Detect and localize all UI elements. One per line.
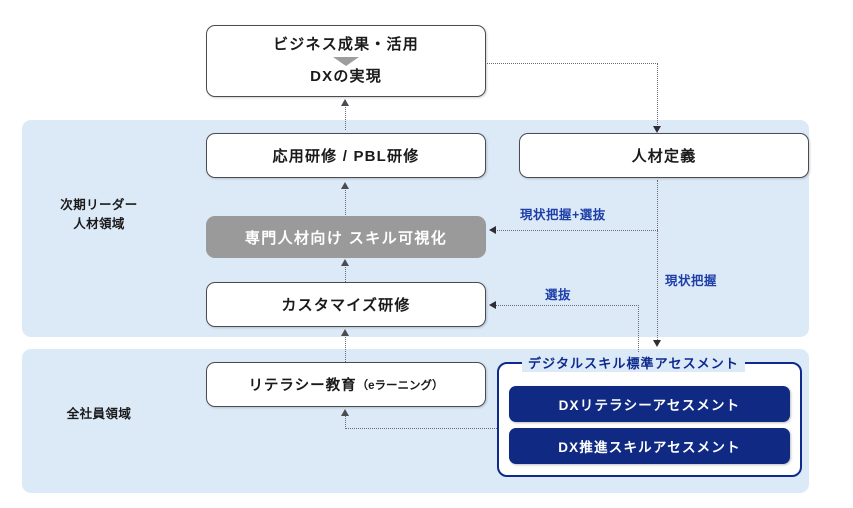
arrow-talentdef-to-assessment	[653, 340, 661, 347]
connector-skillvis-to-applied	[345, 185, 346, 215]
box-applied-label: 応用研修 / PBL研修	[272, 148, 420, 165]
box-business-outcome-dx[interactable]: ビジネス成果・活用 DXの実現	[206, 25, 486, 97]
box-goal-line1: ビジネス成果・活用	[273, 36, 419, 53]
connector-grasp-select-h	[493, 230, 658, 231]
arrow-goal-to-talentdef	[653, 126, 661, 133]
connector-custom-to-skillvis	[345, 262, 346, 284]
box-skill-visualization[interactable]: 専門人材向け スキル可視化	[206, 216, 486, 258]
connector-label-select: 選抜	[545, 288, 572, 302]
box-skillvis-label: 専門人材向け スキル可視化	[244, 229, 448, 247]
assessment-item-dx-literacy[interactable]: DXリテラシーアセスメント	[509, 386, 790, 422]
region-label-all-employees: 全社員領域	[66, 407, 132, 421]
connector-select-v	[638, 305, 639, 362]
connector-label-grasp-and-select: 現状把握+選抜	[520, 208, 606, 222]
box-goal-line2: DXの実現	[310, 67, 382, 85]
connector-applied-to-goal	[345, 100, 346, 130]
arrow-custom-to-skillvis	[341, 259, 349, 266]
box-custom-label: カスタマイズ研修	[281, 297, 411, 314]
connector-talentdef-trunk	[657, 180, 658, 342]
assessment-item-dx-literacy-label: DXリテラシーアセスメント	[558, 398, 741, 413]
arrow-literacy-to-custom	[341, 329, 349, 336]
connector-goal-to-talentdef-h	[487, 63, 658, 64]
arrow-assess-to-literacy	[341, 409, 349, 416]
box-talent-definition[interactable]: 人材定義	[519, 133, 809, 178]
connector-goal-to-talentdef-v	[657, 63, 658, 127]
box-literacy-label: リテラシー教育	[248, 378, 357, 394]
connector-literacy-to-custom	[345, 332, 346, 362]
group-assessment-title: デジタルスキル標準アセスメント	[522, 353, 745, 372]
box-customized-training[interactable]: カスタマイズ研修	[206, 282, 486, 327]
connector-assess-to-literacy-h	[345, 428, 497, 429]
assessment-item-dx-promotion-skill-label: DX推進スキルアセスメント	[558, 440, 741, 455]
connector-select-h	[493, 305, 639, 306]
box-applied-pbl-training[interactable]: 応用研修 / PBL研修	[206, 133, 486, 178]
arrow-grasp-select-to-skillvis	[489, 226, 496, 234]
arrow-applied-to-goal	[341, 99, 349, 106]
box-talentdef-label: 人材定義	[631, 148, 697, 165]
box-literacy-sublabel: （eラーニング）	[356, 379, 444, 392]
box-literacy-education[interactable]: リテラシー教育 （eラーニング）	[206, 362, 486, 407]
arrow-select-to-custom	[489, 301, 496, 309]
region-label-next-leader: 次期リーダー 人材領域	[60, 198, 138, 232]
connector-label-grasp: 現状把握	[665, 274, 718, 288]
triangle-down-icon	[333, 56, 359, 66]
arrow-skillvis-to-applied	[341, 182, 349, 189]
connector-assess-to-literacy-v	[345, 412, 346, 429]
assessment-item-dx-promotion-skill[interactable]: DX推進スキルアセスメント	[509, 428, 790, 464]
